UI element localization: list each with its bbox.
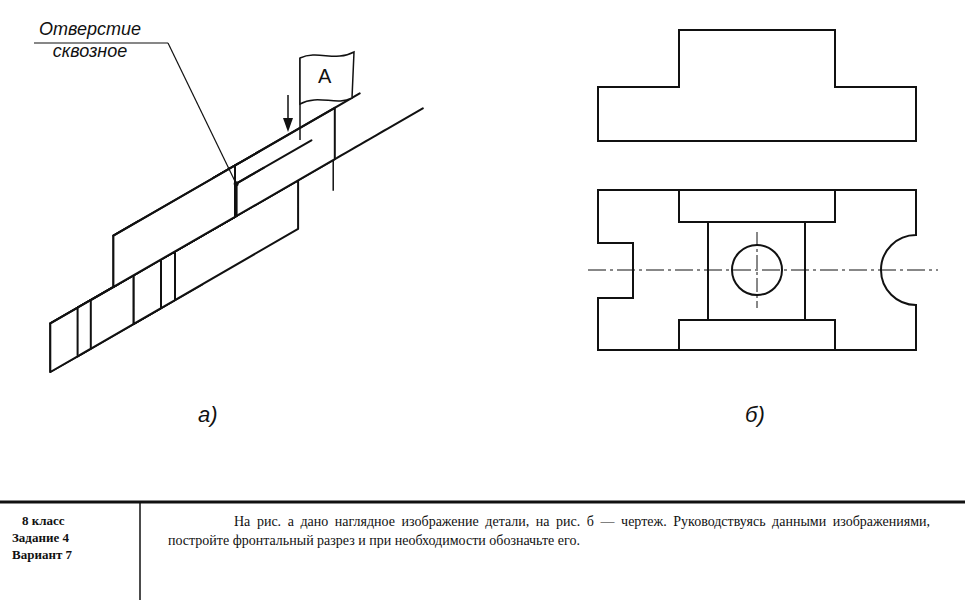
figure-label: а): [198, 402, 238, 428]
table-cell: Вариант 7: [12, 546, 132, 563]
frame-line: [139, 502, 141, 600]
orthographic-views: [588, 30, 938, 350]
leader-line: [168, 43, 236, 184]
top-view-edge: [707, 222, 709, 320]
front-view: [598, 30, 916, 141]
table-cell: Задание 4: [12, 529, 132, 546]
task-text: На рис. а дано наглядное изображение дет…: [168, 512, 930, 550]
center-line: [588, 270, 938, 271]
isometric-view: [34, 43, 423, 372]
cut-edge: [332, 160, 334, 191]
leader-dot: [234, 181, 239, 186]
section-letter: А: [318, 64, 342, 88]
figure-label: б): [745, 402, 785, 428]
section-flag: [300, 52, 354, 104]
frame-line: [0, 501, 965, 504]
top-view-edge: [804, 222, 806, 320]
arrow-head: [283, 118, 293, 132]
part-face: [50, 308, 77, 372]
callout-note: Отверстие сквозное: [30, 18, 150, 62]
table-cell: 8 класс: [22, 512, 132, 529]
top-view-bar: [679, 190, 835, 222]
part-face: [50, 284, 118, 323]
title-block-lines: [0, 502, 965, 600]
top-view-bar: [679, 320, 835, 350]
part-face: [113, 151, 260, 236]
part-face: [78, 108, 423, 307]
center-line: [757, 232, 758, 308]
